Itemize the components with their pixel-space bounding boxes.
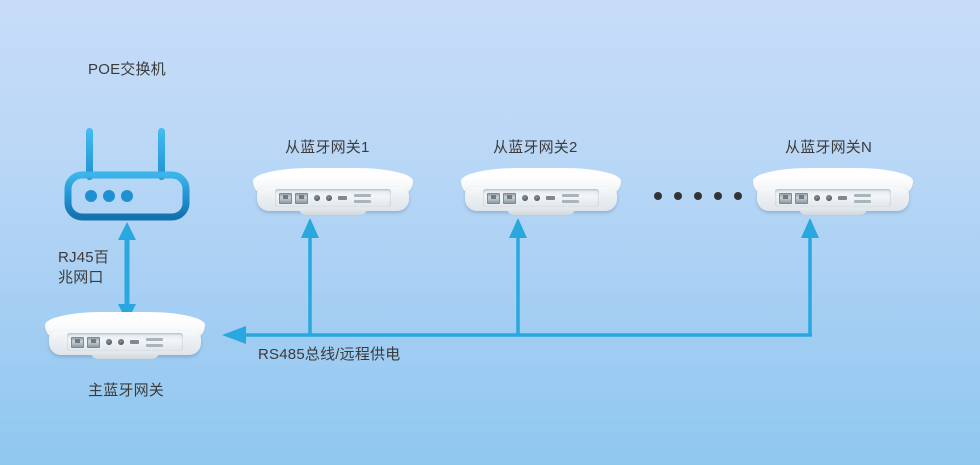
vent-slots (562, 193, 579, 203)
round-port-icon (106, 339, 112, 345)
rj45-port-icon (487, 192, 500, 204)
rs485-bus (222, 218, 819, 344)
rj45-uplink-label: RJ45百 兆网口 (58, 249, 110, 286)
slave-gateway-1-label: 从蓝牙网关1 (285, 139, 370, 156)
master-gateway-label: 主蓝牙网关 (88, 382, 165, 399)
round-port-icon (814, 195, 820, 201)
micro-usb-port-icon (838, 196, 847, 200)
slave-gateway-2-label: 从蓝牙网关2 (493, 139, 578, 156)
device-foot (299, 208, 367, 215)
vent-slot (354, 193, 371, 197)
round-port-icon (534, 195, 540, 201)
slave-gateway-n-device[interactable] (753, 168, 913, 216)
poe-switch-label: POE交换机 (88, 61, 166, 78)
device-port-panel (483, 189, 599, 207)
device-foot (507, 208, 575, 215)
rj45-port-icon (87, 336, 100, 348)
vent-slots (354, 193, 371, 203)
round-port-icon (326, 195, 332, 201)
vent-slot (854, 199, 871, 203)
device-port-panel (775, 189, 891, 207)
slave-gateway-1-device[interactable] (253, 168, 413, 216)
vent-slot (562, 193, 579, 197)
slave-gateway-2-device[interactable] (461, 168, 621, 216)
rj45-port-icon (503, 192, 516, 204)
vent-slots (146, 337, 163, 347)
rj45-port-icon (795, 192, 808, 204)
ellipsis-dots (654, 192, 742, 200)
round-port-icon (314, 195, 320, 201)
master-gateway-device[interactable] (45, 312, 205, 360)
rj45-port-icon (779, 192, 792, 204)
round-port-icon (522, 195, 528, 201)
micro-usb-port-icon (130, 340, 139, 344)
micro-usb-port-icon (338, 196, 347, 200)
rj45-port-icon (71, 336, 84, 348)
poe-switch-icon (64, 128, 190, 221)
vent-slot (854, 193, 871, 197)
vent-slot (146, 343, 163, 347)
rs485-bus-label: RS485总线/远程供电 (258, 346, 401, 363)
rj45-port-icon (295, 192, 308, 204)
device-foot (799, 208, 867, 215)
micro-usb-port-icon (546, 196, 555, 200)
rj45-uplink-arrow (118, 222, 136, 322)
vent-slot (146, 337, 163, 341)
vent-slot (354, 199, 371, 203)
round-port-icon (826, 195, 832, 201)
slave-gateway-n-label: 从蓝牙网关N (785, 139, 873, 156)
vent-slots (854, 193, 871, 203)
rj45-port-icon (279, 192, 292, 204)
device-port-panel (67, 333, 183, 351)
vent-slot (562, 199, 579, 203)
device-port-panel (275, 189, 391, 207)
device-foot (91, 352, 159, 359)
round-port-icon (118, 339, 124, 345)
